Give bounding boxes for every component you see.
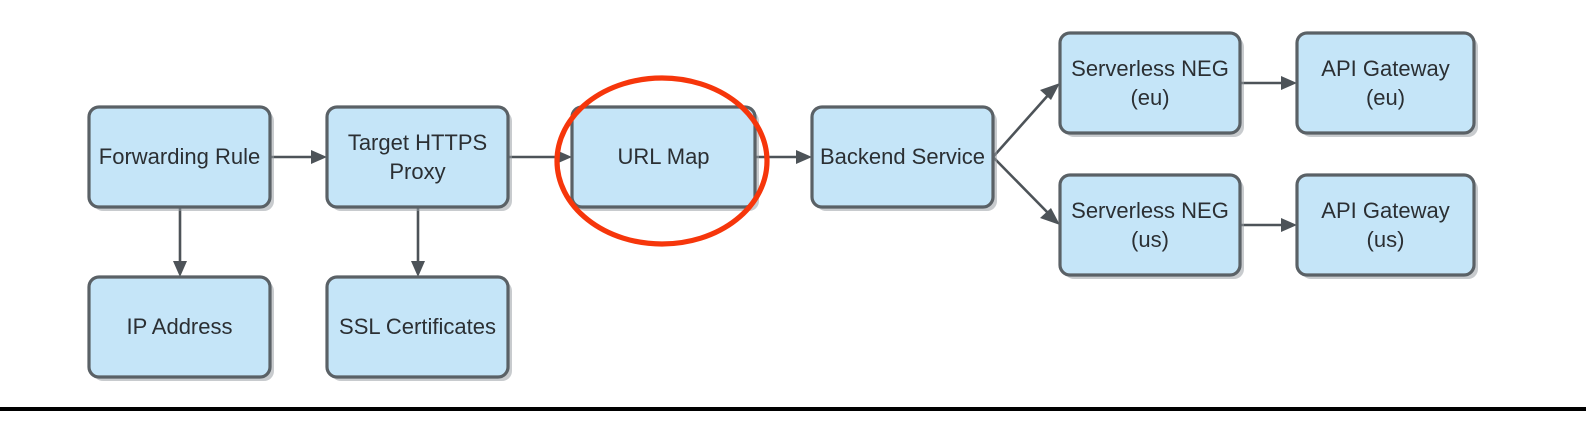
node-layer: Forwarding Rule IP Address Target HTTPS …	[87, 31, 1478, 381]
edge-forwarding-rule-to-target-https-proxy	[270, 150, 327, 164]
node-ssl-certificates[interactable]: SSL Certificates	[325, 275, 512, 381]
node-api-gateway-us[interactable]: API Gateway (us)	[1295, 173, 1478, 279]
edge-target-https-proxy-to-ssl-certificates	[411, 207, 425, 277]
highlight-ellipse-icon	[554, 75, 770, 247]
edge-serverless-neg-eu-to-api-gateway-eu	[1240, 76, 1297, 90]
edge-backend-service-to-serverless-neg-us	[992, 156, 1060, 225]
edge-serverless-neg-us-to-api-gateway-us	[1240, 218, 1297, 232]
bottom-divider	[0, 407, 1586, 411]
edge-forwarding-rule-to-ip-address	[173, 207, 187, 277]
node-api-gateway-eu[interactable]: API Gateway (eu)	[1295, 31, 1478, 137]
edge-target-https-proxy-to-url-map	[508, 150, 572, 164]
node-serverless-neg-eu[interactable]: Serverless NEG (eu)	[1058, 31, 1244, 137]
url-map-highlight-annotation	[554, 75, 770, 247]
node-url-map[interactable]: URL Map	[570, 105, 759, 211]
node-ip-address[interactable]: IP Address	[87, 275, 274, 381]
edge-url-map-to-backend-service	[755, 150, 812, 164]
node-forwarding-rule[interactable]: Forwarding Rule	[87, 105, 274, 211]
edge-backend-service-to-serverless-neg-eu	[992, 83, 1060, 158]
node-target-https-proxy[interactable]: Target HTTPS Proxy	[325, 105, 512, 211]
node-backend-service[interactable]: Backend Service	[810, 105, 997, 211]
node-serverless-neg-us[interactable]: Serverless NEG (us)	[1058, 173, 1244, 279]
